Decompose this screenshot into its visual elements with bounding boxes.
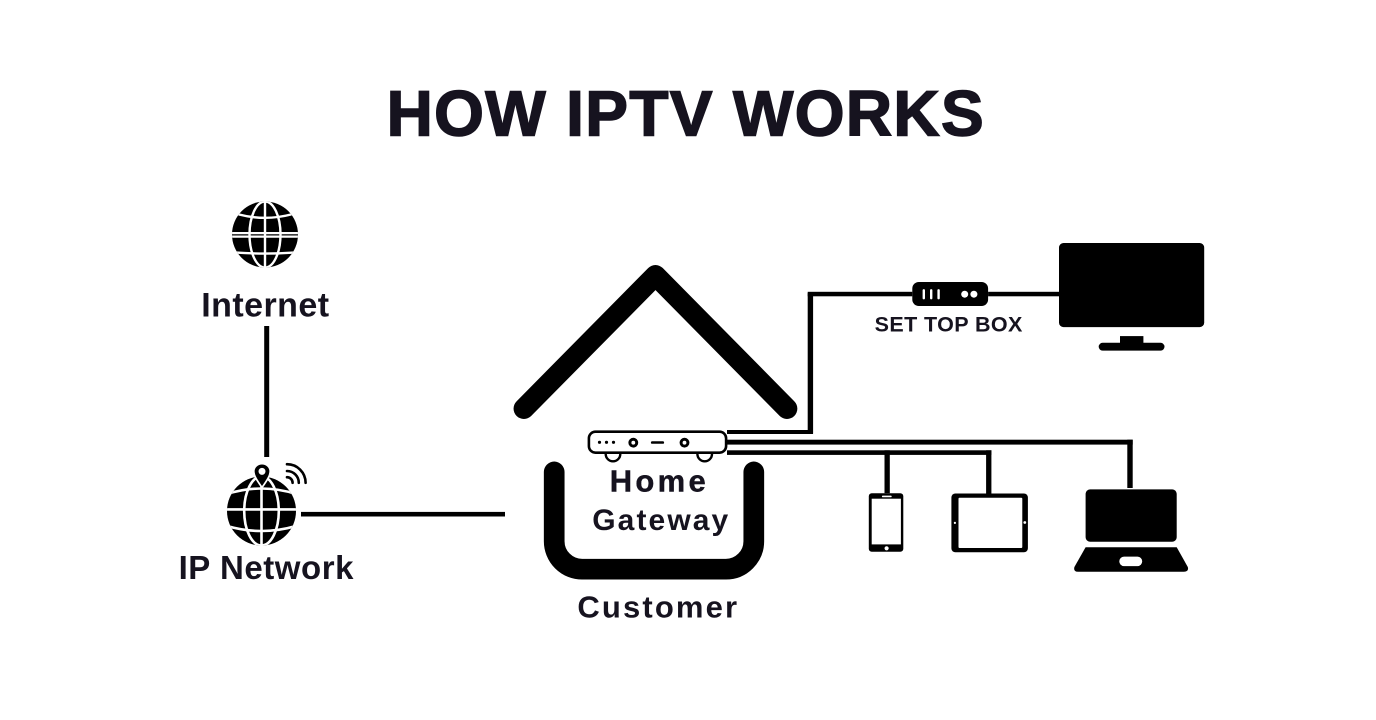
svg-text:IP Network: IP Network bbox=[179, 549, 355, 586]
svg-text:SET TOP BOX: SET TOP BOX bbox=[875, 313, 1023, 337]
svg-text:HOW IPTV WORKS: HOW IPTV WORKS bbox=[387, 78, 985, 150]
svg-text:Internet: Internet bbox=[201, 287, 329, 325]
svg-text:Customer: Customer bbox=[577, 590, 739, 625]
svg-text:Home: Home bbox=[610, 463, 709, 498]
svg-text:Gateway: Gateway bbox=[592, 504, 730, 537]
